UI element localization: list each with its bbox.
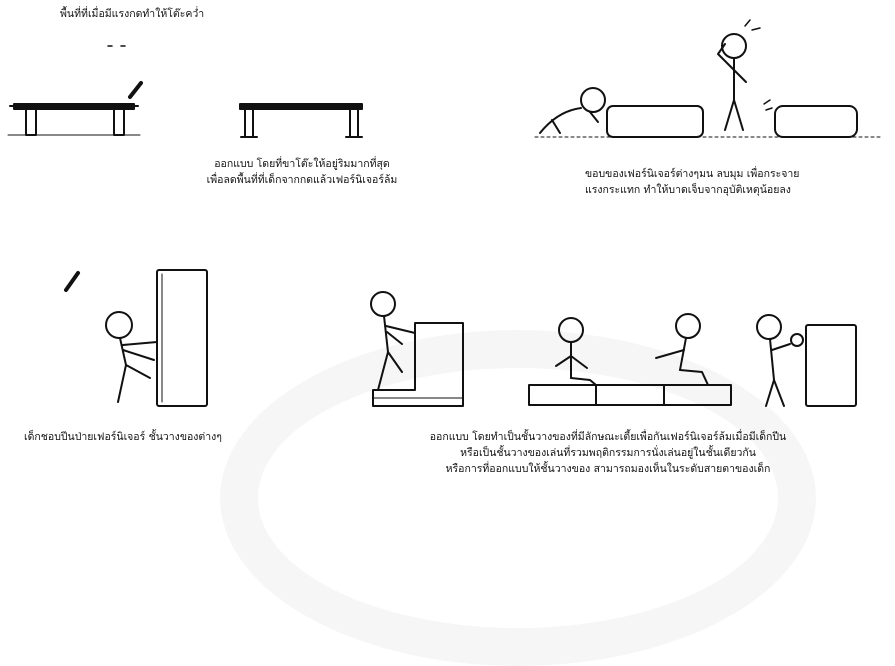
caption-table-line-2: เพื่อลดพื้นที่ที่เด็กจากกดแล้วเฟอร์นิเจอ… [206,174,398,186]
caption-climb: เด็กชอบปีนป่ายเฟอร์นิเจอร์ ชั้นวางของต่า… [24,431,222,443]
top-note: พื้นที่ที่เมื่อมีแรงกดทำให้โต๊ะคว่ำ [60,8,205,20]
caption-table: ออกแบบ โดยที่ขาโต๊ะให้อยู่ริมมากที่สุด เ… [172,156,432,188]
caption-shelf: ออกแบบ โดยทำเป็นชั้นวางของที่มีลักษณะเตี… [378,429,838,477]
caption-table-line-1: ออกแบบ โดยที่ขาโต๊ะให้อยู่ริมมากที่สุด [214,158,390,170]
low-shelf-drawing [370,291,857,407]
caption-edges-line-1: ขอบของเฟอร์นิเจอร์ต่างๆมน ลบมุม เพื่อกระ… [585,168,800,180]
caption-edges: ขอบของเฟอร์นิเจอร์ต่างๆมน ลบมุม เพื่อกระ… [585,166,799,198]
illustration-canvas [7,19,881,407]
tipping-table-drawing [7,45,141,136]
edge-leg-table-drawing [239,103,363,138]
warning-arrow-icon [64,271,80,292]
caption-shelf-line-3: หรือการที่ออกแบบให้ชั้นวางของ สามารถมองเ… [445,463,771,475]
caption-edges-line-2: แรงกระแทก ทำให้บาดเจ็บจากอุบัติเหตุน้อยล… [585,184,791,196]
caption-shelf-line-2: หรือเป็นชั้นวางของเล่นที่รวมพฤติกรรมการน… [460,447,756,459]
caption-shelf-line-1: ออกแบบ โดยทำเป็นชั้นวางของที่มีลักษณะเตี… [429,431,787,443]
press-arrow-icon [128,81,143,99]
rounded-edge-furniture-drawing [534,19,881,138]
climbing-child-drawing [105,269,208,407]
